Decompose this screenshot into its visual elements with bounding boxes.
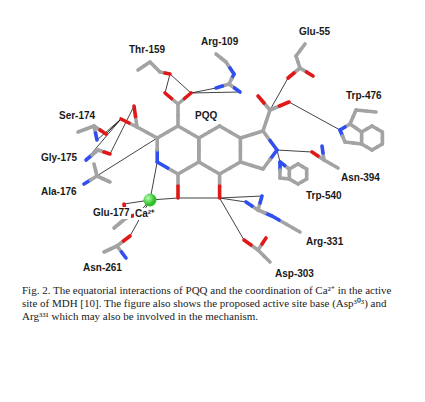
h-bond-line — [270, 78, 288, 110]
h-bond-line — [97, 119, 121, 140]
h-bond-line — [220, 196, 262, 198]
bond-stick — [262, 238, 266, 244]
residue-label: Asn-394 — [340, 172, 381, 184]
bond-stick — [239, 150, 243, 162]
h-bond-line — [170, 74, 191, 93]
bond-stick — [122, 252, 127, 258]
residue-label: Asp-303 — [274, 268, 315, 280]
bond-stick — [312, 152, 318, 156]
bond-stick — [100, 130, 106, 134]
residue-label: Ca²⁺ — [134, 208, 155, 220]
h-bond-line — [289, 102, 340, 130]
bond-stick — [104, 152, 110, 154]
bond-stick — [197, 150, 201, 162]
bond-stick — [121, 119, 129, 123]
residue-label: Glu-55 — [298, 26, 331, 38]
stick-model — [78, 44, 382, 262]
figure-caption: Fig. 2. The equatorial interactions of P… — [22, 284, 407, 323]
bond-stick — [134, 106, 136, 117]
residue-label: PQQ — [194, 110, 218, 122]
h-bond-line — [220, 198, 244, 240]
bond-stick — [235, 88, 241, 92]
h-bond-line — [277, 150, 312, 152]
residue-label: Arg-109 — [200, 36, 239, 48]
bond-stick — [176, 186, 180, 198]
bond-stick — [280, 102, 290, 106]
bond-stick — [218, 186, 222, 198]
h-bond-line — [86, 119, 121, 160]
bond-stick — [240, 162, 251, 166]
residue-label: Trp-476 — [345, 90, 383, 102]
residue-label: Asn-261 — [82, 262, 123, 274]
residue-label: Gly-175 — [40, 152, 78, 164]
calcium-ion — [144, 194, 157, 207]
bond-stick — [165, 73, 170, 74]
h-bond-line — [84, 138, 157, 184]
h-bond-line — [165, 74, 170, 93]
residue-label: Thr-159 — [128, 44, 166, 56]
residue-label: Glu-177 — [92, 207, 131, 219]
bond-stick — [94, 164, 96, 170]
bond-stick — [288, 73, 294, 78]
residue-label: Ser-174 — [58, 110, 96, 122]
bond-stick — [307, 72, 314, 76]
bond-stick — [124, 236, 131, 241]
bond-stick — [366, 111, 376, 112]
bond-stick — [246, 202, 252, 206]
bond-stick — [209, 126, 219, 132]
bond-stick — [138, 66, 144, 70]
residue-label: Trp-540 — [305, 190, 343, 202]
bond-stick — [185, 93, 192, 99]
bond-stick — [96, 133, 98, 140]
bond-stick — [165, 93, 172, 99]
bond-stick — [260, 196, 262, 203]
bond-stick — [322, 146, 323, 153]
bond-stick — [216, 86, 223, 88]
bond-stick — [353, 143, 361, 144]
bond-stick — [285, 177, 290, 181]
residue-label: Arg-331 — [305, 236, 344, 248]
bond-stick — [197, 138, 201, 150]
h-bond-line — [220, 198, 246, 202]
h-bond-line — [110, 106, 134, 154]
h-bond-line — [191, 92, 240, 93]
bond-stick — [258, 96, 264, 103]
hydrogen-bonds — [84, 74, 340, 240]
bond-stick — [367, 126, 372, 129]
residue-label: Ala-176 — [40, 186, 78, 198]
bond-stick — [244, 240, 251, 245]
bond-stick — [104, 179, 111, 182]
h-bond-line — [178, 198, 220, 199]
bond-stick — [294, 164, 298, 167]
